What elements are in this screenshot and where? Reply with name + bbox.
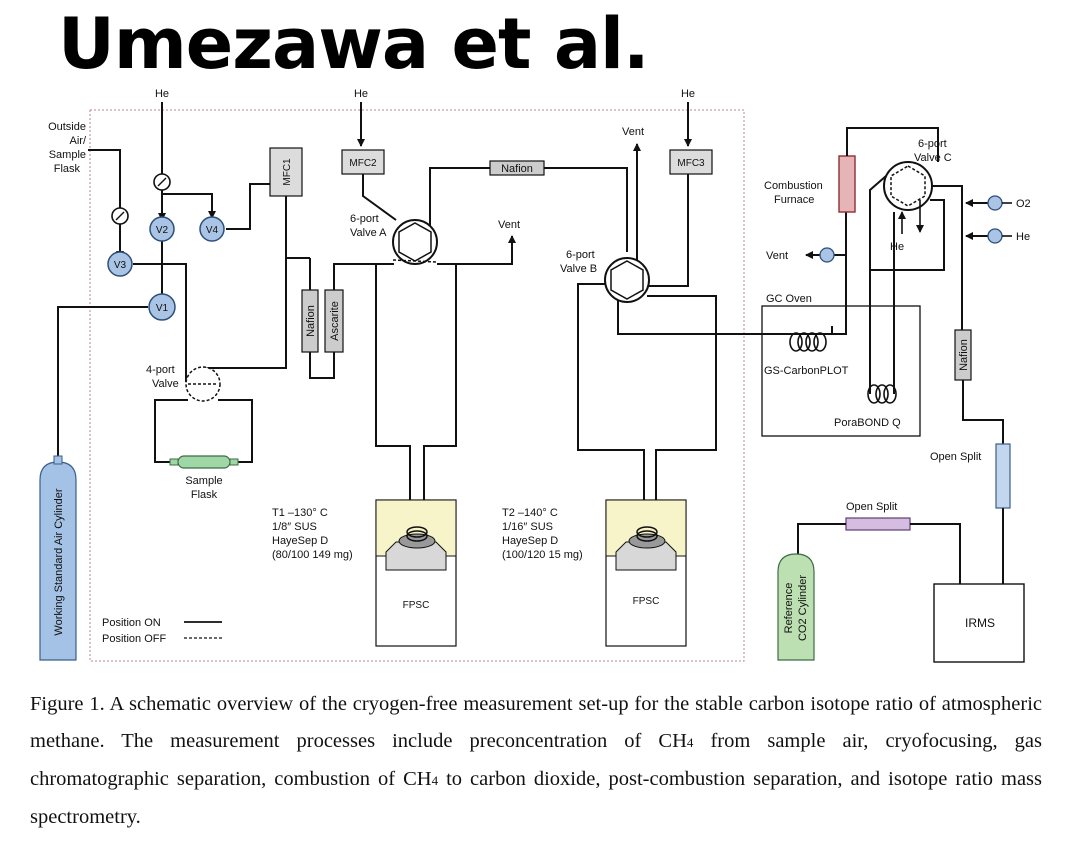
outside-air-line — [88, 149, 124, 259]
nafion-top: Nafion — [489, 160, 545, 176]
he-label-left: He — [155, 88, 169, 100]
combustion-label-2: Furnace — [774, 194, 814, 206]
t2-label-3: HayeSep D — [502, 535, 558, 547]
gs-carbonplot-coil — [789, 332, 827, 352]
svg-text:V2: V2 — [156, 225, 169, 236]
svg-text:V1: V1 — [156, 303, 169, 314]
svg-text:MFC3: MFC3 — [677, 158, 705, 169]
o2-label: O2 — [1016, 198, 1031, 210]
svg-text:Working Standard Air Cylinder: Working Standard Air Cylinder — [53, 488, 65, 635]
valve-v2: V2 — [149, 216, 175, 242]
combustion-label-1: Combustion — [764, 180, 823, 192]
mfc2: MFC2 — [341, 149, 385, 175]
svg-text:CO2 Cylinder: CO2 Cylinder — [797, 575, 809, 641]
fpsc-1: FPSC — [375, 499, 457, 647]
mfc3: MFC3 — [669, 149, 713, 175]
he-c-label: He — [890, 241, 904, 253]
sample-flask — [169, 455, 239, 469]
legend-off: Position OFF — [102, 633, 166, 645]
valve-v4: V4 — [199, 216, 225, 242]
working-standard-cylinder: Working Standard Air Cylinder — [39, 455, 77, 661]
page-title: Umezawa et al. — [58, 3, 650, 85]
svg-text:MFC2: MFC2 — [349, 158, 377, 169]
he-right-label: He — [1016, 231, 1030, 243]
t2-label-2: 1/16″ SUS — [502, 521, 553, 533]
gs-carbonplot-label: GS-CarbonPLOT — [764, 365, 849, 377]
vent-a-label: Vent — [498, 219, 520, 231]
outside-air-label-1: Outside — [48, 121, 86, 133]
valve-a-label-2: Valve A — [350, 227, 387, 239]
t2-label-4: (100/120 15 mg) — [502, 549, 583, 561]
pressure-gauge-2 — [153, 173, 171, 191]
nafion-left: Nafion — [301, 289, 319, 353]
open-split-top — [845, 517, 911, 531]
open-split-right — [995, 443, 1011, 509]
fpsc-2: FPSC — [605, 499, 687, 647]
four-port-valve — [185, 366, 221, 402]
irms: IRMS — [933, 583, 1025, 663]
mfc1: MFC1 — [269, 147, 303, 197]
t2-label-1: T2 –140° C — [502, 507, 558, 519]
o2-valve — [987, 195, 1003, 211]
port4-label-1: 4-port — [146, 364, 175, 376]
valve-v3: V3 — [107, 251, 133, 277]
outside-air-label-2: Air/ — [70, 135, 87, 147]
vent-c-valve — [819, 247, 835, 263]
sample-flask-label-2: Flask — [191, 489, 218, 501]
combustion-furnace — [838, 155, 856, 213]
nafion-right: Nafion — [954, 329, 972, 381]
svg-text:V3: V3 — [114, 260, 127, 271]
gc-oven-label: GC Oven — [766, 293, 812, 305]
svg-text:Nafion: Nafion — [501, 163, 533, 175]
svg-text:FPSC: FPSC — [403, 600, 430, 611]
t1-label-4: (80/100 149 mg) — [272, 549, 353, 561]
he-label-right: He — [681, 88, 695, 100]
svg-text:V4: V4 — [206, 225, 219, 236]
valve-b-label-2: Valve B — [560, 263, 597, 275]
sample-flask-label-1: Sample — [185, 475, 222, 487]
valve-v1: V1 — [148, 293, 176, 321]
valve-a-label-1: 6-port — [350, 213, 379, 225]
reference-co2-cylinder: Reference CO2 Cylinder — [777, 553, 815, 661]
schematic-diagram: Sample Flask 4-port Valve V1 V2 V3 V4 Ou… — [39, 88, 1031, 663]
he-label-mid: He — [354, 88, 368, 100]
svg-text:Nafion: Nafion — [958, 339, 970, 371]
valve-c-label-1: 6-port — [918, 138, 947, 150]
t1-label-3: HayeSep D — [272, 535, 328, 547]
outside-air-label-3: Sample — [49, 149, 86, 161]
svg-text:MFC1: MFC1 — [282, 158, 293, 186]
he-right-valve — [987, 228, 1003, 244]
svg-text:Nafion: Nafion — [305, 305, 317, 337]
system-boundary — [89, 109, 745, 662]
open-split-right-label: Open Split — [930, 451, 981, 463]
svg-text:Ascarite: Ascarite — [329, 301, 341, 341]
vent-b-label: Vent — [622, 126, 644, 138]
svg-text:IRMS: IRMS — [965, 616, 995, 630]
ascarite: Ascarite — [324, 289, 344, 353]
legend-on: Position ON — [102, 617, 161, 629]
valve-c-label-2: Valve C — [914, 152, 952, 164]
valve-c — [883, 161, 933, 211]
valve-b — [604, 257, 650, 303]
t1-label-2: 1/8″ SUS — [272, 521, 317, 533]
figure-caption: Figure 1. A schematic overview of the cr… — [30, 693, 1042, 828]
svg-text:Reference: Reference — [783, 583, 795, 634]
port4-label-2: Valve — [152, 378, 179, 390]
porabond-label: PoraBOND Q — [834, 417, 901, 429]
porabond-coil — [867, 384, 897, 404]
valve-b-label-1: 6-port — [566, 249, 595, 261]
vent-c-label: Vent — [766, 250, 788, 262]
pressure-gauge-1 — [111, 207, 129, 225]
gc-oven — [761, 305, 921, 437]
outside-air-label-4: Flask — [54, 163, 81, 175]
svg-text:FPSC: FPSC — [633, 596, 660, 607]
t1-label-1: T1 –130° C — [272, 507, 328, 519]
valve-a — [392, 219, 438, 265]
open-split-top-label: Open Split — [846, 501, 897, 513]
v4-branch-line — [162, 193, 216, 219]
